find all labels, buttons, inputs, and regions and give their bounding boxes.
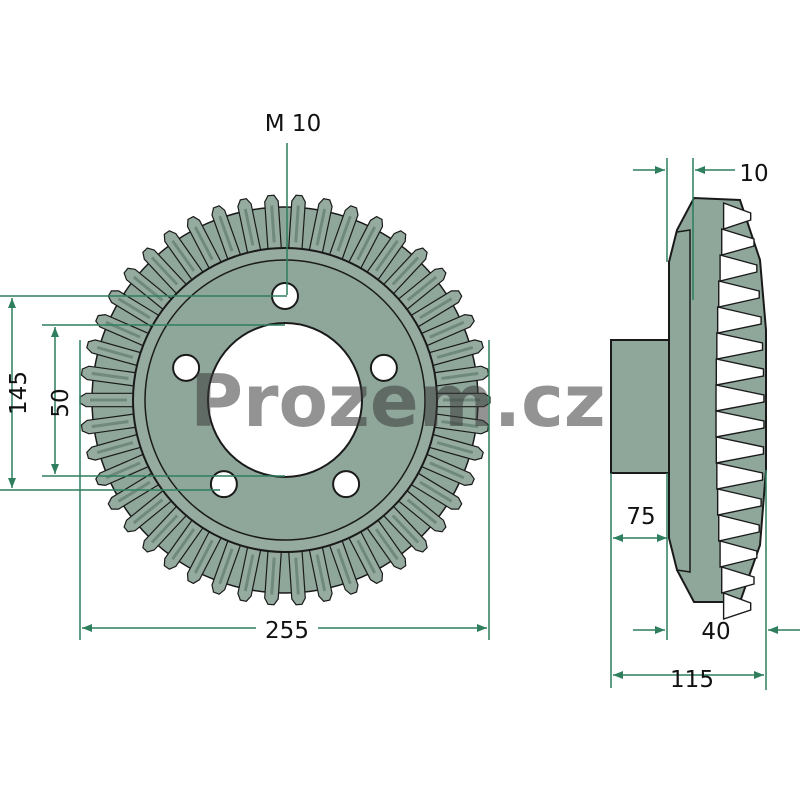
side-tooth-gap [715, 384, 765, 412]
side-tooth-gap [721, 228, 755, 256]
hub-offset-label: 10 [739, 161, 768, 187]
bolt-size-label: M 10 [265, 111, 321, 137]
dimension-lines [0, 143, 800, 690]
gear-tooth-shade [436, 345, 474, 359]
gear-tooth-shade [193, 539, 214, 574]
gear-tooth-shade [171, 239, 196, 272]
watermark: Prozem.cz [190, 359, 605, 443]
gear-tooth-shade [294, 557, 300, 595]
gear-tooth-shade [91, 371, 129, 380]
gear-tooth-shade [374, 239, 399, 272]
total-width-label: 115 [670, 667, 714, 693]
gear-tooth-shade [96, 441, 134, 455]
bolt-circle-label: 145 [6, 371, 32, 415]
gear-flange-line [676, 229, 691, 573]
side-tooth-gap [716, 306, 762, 334]
side-tooth-gap [716, 488, 762, 516]
gear-tooth-shade [441, 371, 479, 380]
dimension-labels: M 10 255 145 50 10 75 40 115 [6, 111, 769, 693]
gear-tooth-shade [105, 461, 141, 480]
gear-tooth-shade [336, 548, 352, 585]
side-tooth-gap [715, 410, 765, 438]
gear-tooth-shade [243, 554, 255, 592]
bolt-hole [332, 470, 361, 499]
gear-tooth-shade [132, 498, 164, 525]
gear-tooth-shade [315, 208, 327, 246]
gear-tooth-shade [356, 226, 377, 261]
gear-tooth-shade [315, 554, 327, 592]
gear-front-view [79, 194, 491, 606]
gear-tooth-shade [429, 320, 465, 339]
gear-tooth-shade [374, 528, 399, 561]
gear-tooth-shade [391, 514, 420, 544]
side-tooth-gap [715, 436, 765, 464]
gear-tooth-shade [406, 275, 438, 302]
side-tooth-gap [721, 566, 755, 594]
center-hole-label: 50 [48, 388, 74, 417]
gear-tooth-shade [243, 208, 255, 246]
outer-diameter-label: 255 [265, 618, 309, 644]
gear-tooth-shade [91, 420, 129, 429]
bolt-hole [369, 353, 398, 382]
gear-tooth-shade [218, 548, 234, 585]
gear-tooth-shade [336, 215, 352, 252]
side-tooth-gap [722, 201, 752, 230]
bolt-hole [172, 353, 201, 382]
gear-tooth-shade [406, 498, 438, 525]
arrowheads [8, 166, 778, 679]
bolt-hole [209, 470, 238, 499]
gear-tooth-shade [150, 514, 179, 544]
gear-tooth-shade [150, 256, 179, 286]
gear-tooth-shade [356, 539, 377, 574]
side-tooth-gap [719, 254, 758, 282]
gear-tooth-shade [294, 205, 300, 243]
gear-tooth-shade [96, 345, 134, 359]
side-tooth-gap [715, 358, 765, 386]
gear-tooth-shade [441, 420, 479, 429]
gear-tooth-shade [270, 557, 276, 595]
gear-tooth-shade [171, 528, 196, 561]
hub-side [610, 339, 670, 474]
hub-diameter-label: 75 [626, 504, 655, 530]
gear-side-view [610, 196, 767, 620]
side-tooth-gap [718, 280, 760, 308]
side-tooth-gap [722, 591, 752, 620]
side-tooth-gap [716, 462, 764, 490]
side-tooth-gap [718, 514, 760, 542]
gear-tooth-shade [193, 226, 214, 261]
gear-tooth-shade [419, 480, 453, 503]
gear-tooth-shade [117, 297, 151, 320]
center-hole [207, 322, 363, 478]
gear-tooth-shade [419, 297, 453, 320]
gear-teeth-side [715, 201, 765, 620]
gear-tooth-shade [218, 215, 234, 252]
gear-tooth-shade [429, 461, 465, 480]
gear-tooth-shade [270, 205, 276, 243]
gear-tooth-shade [117, 480, 151, 503]
tooth-width-label: 40 [701, 619, 730, 645]
side-tooth-gap [719, 540, 758, 568]
side-tooth-gap [716, 332, 764, 360]
gear-tooth-shade [436, 441, 474, 455]
gear-tooth-shade [391, 256, 420, 286]
